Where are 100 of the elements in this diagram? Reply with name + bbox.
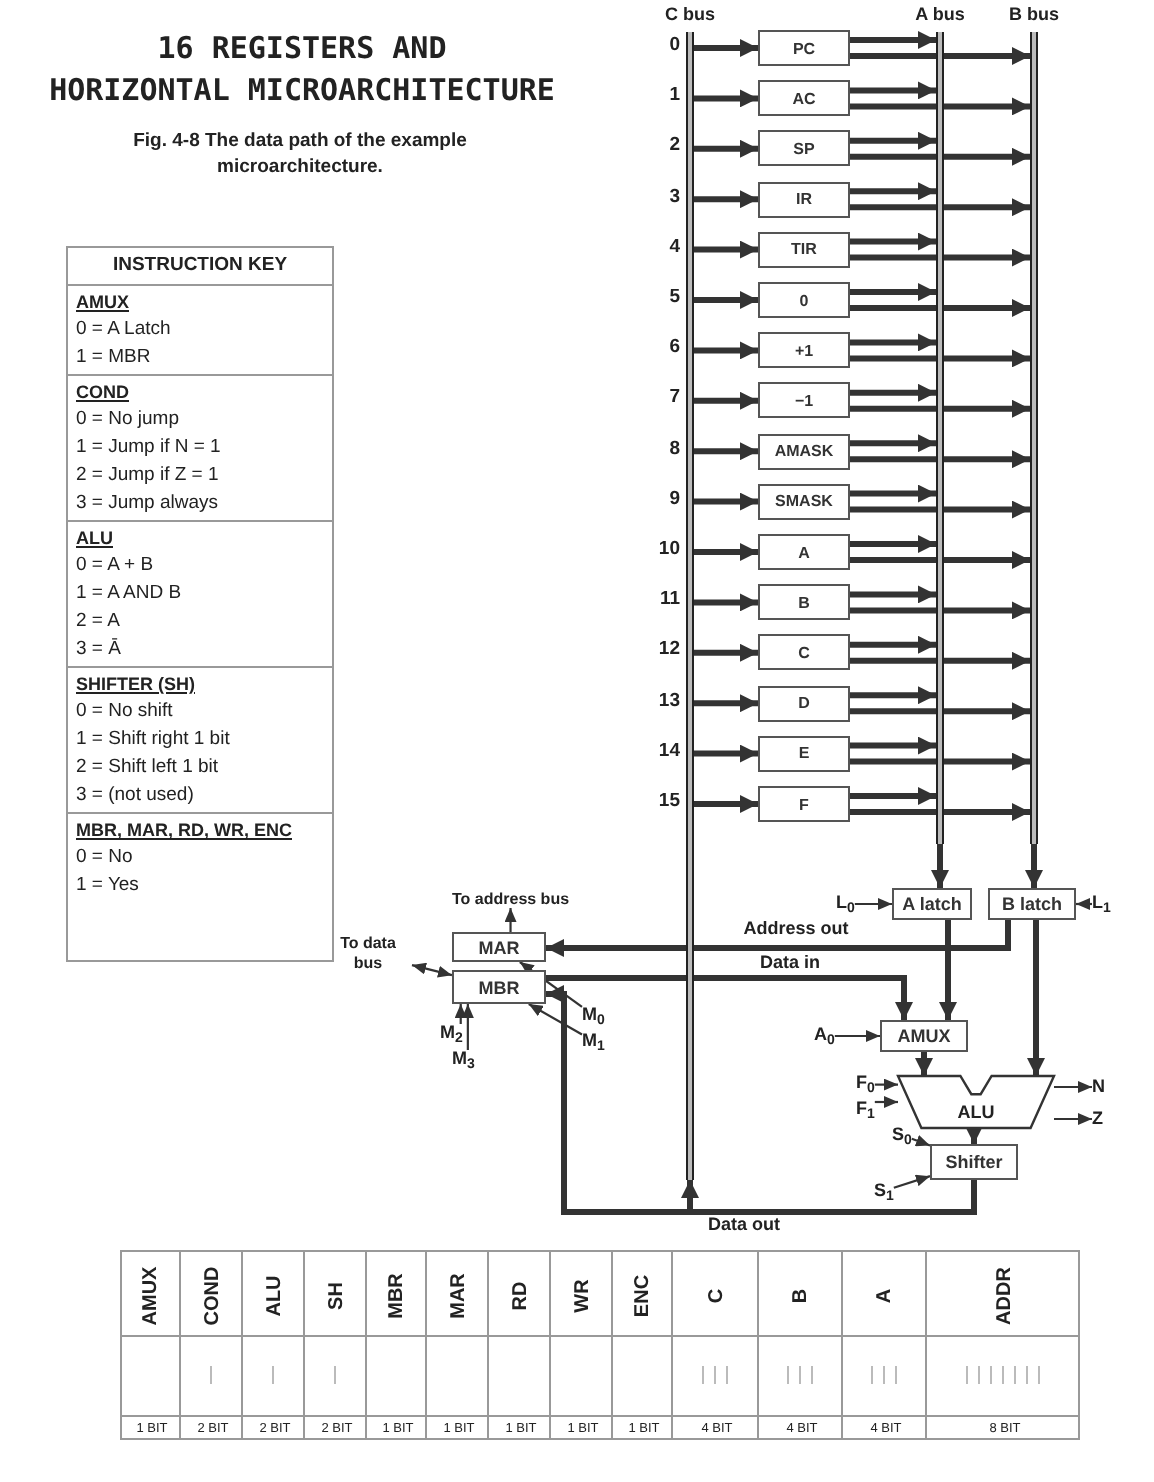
bus-arrow — [694, 291, 758, 309]
bus-arrow — [546, 975, 913, 1020]
component-box: AMUX — [880, 1020, 968, 1052]
key-entry: 2 = Jump if Z = 1 — [76, 462, 221, 490]
bus-arrow — [850, 299, 1030, 317]
key-entry: 2 = A — [76, 608, 122, 636]
register-box: IR — [758, 181, 850, 218]
signal-arrow — [1054, 1113, 1092, 1125]
bus-arrow — [1025, 844, 1043, 888]
bus-arrow — [850, 47, 1030, 65]
register-box: E — [758, 735, 850, 772]
bus-arrow — [694, 694, 758, 713]
signal-arrow — [1054, 1081, 1092, 1093]
bus-arrow — [694, 190, 758, 209]
bus-arrow — [694, 391, 758, 410]
key-entry: 0 = No shift — [76, 698, 175, 726]
register-number: 8 — [667, 439, 680, 459]
bus-arrow — [694, 442, 758, 461]
signal-arrow — [874, 1096, 898, 1108]
bus-arrow — [694, 39, 758, 57]
bus-arrow — [694, 795, 758, 813]
signal-arrow — [854, 898, 892, 910]
bus-arrow — [694, 492, 758, 511]
field-name: RD — [511, 1280, 531, 1310]
register-number: 4 — [667, 237, 680, 257]
bus-arrow — [850, 399, 1030, 418]
signal-label: A$_{0}$ — [814, 1026, 835, 1044]
component-box: B latch — [988, 888, 1076, 920]
caption: Fig. 4-8 The data path of the example microarchitecture. — [131, 128, 469, 180]
register-number: 10 — [656, 540, 680, 559]
field-name: ADDR — [995, 1266, 1015, 1324]
signal-label: F$_{1}$ — [856, 1100, 875, 1118]
component-box: Shifter — [930, 1144, 1018, 1180]
bus-arrow — [850, 500, 1030, 519]
bus-direction-label: To data bus — [324, 934, 412, 974]
bus-label: A bus — [915, 6, 965, 24]
bus-arrow — [850, 131, 936, 150]
register-box: D — [758, 685, 850, 722]
bus-arrow — [850, 484, 936, 503]
bus-arrow — [939, 920, 957, 1020]
bus-arrow — [546, 920, 1011, 957]
bus-arrow — [850, 585, 936, 604]
title: 16 REGISTERS AND HORIZONTAL MICROARCHITECTURE — [47, 28, 557, 112]
register-number: 15 — [656, 792, 680, 811]
key-heading: SHIFTER (SH) — [76, 672, 197, 698]
signal-label: M$_{1}$ — [582, 1032, 605, 1050]
bus-arrow — [850, 333, 936, 352]
component-box: MBR — [452, 970, 546, 1004]
signal-label: M$_{0}$ — [582, 1006, 605, 1024]
bus-arrow — [850, 736, 936, 755]
register-box: +1 — [758, 332, 850, 369]
register-number: 3 — [667, 187, 680, 207]
register-box: AC — [758, 80, 850, 117]
signal-label: F$_{0}$ — [856, 1074, 875, 1092]
edge-label: Data in — [756, 954, 824, 974]
field-name: AMUX — [142, 1265, 162, 1325]
edge-label: Address out — [739, 920, 853, 940]
bus-arrow — [546, 985, 977, 1215]
key-entry: 1 = A AND B — [76, 580, 184, 608]
bus-arrow — [850, 601, 1030, 620]
register-box: A — [758, 534, 850, 570]
bus-arrow — [850, 198, 1030, 217]
register-box: AMASK — [758, 433, 850, 470]
edge-label: Data out — [704, 1216, 784, 1236]
key-entry: 1 = Jump if N = 1 — [76, 434, 223, 462]
signal-arrow — [874, 1078, 898, 1091]
bus-arrow — [850, 651, 1030, 670]
bus-arrow — [850, 383, 936, 402]
key-heading: ALU — [76, 526, 115, 552]
key-entry: 0 = A Latch — [76, 316, 173, 344]
key-entry: 2 = Shift left 1 bit — [76, 754, 221, 782]
bus-arrow — [850, 450, 1030, 469]
bus-arrow — [694, 89, 758, 108]
component-box: MAR — [452, 932, 546, 962]
bus-arrow — [915, 1052, 933, 1076]
signal-arrow — [528, 1003, 583, 1036]
signal-label: L$_{0}$ — [836, 894, 855, 912]
bus-arrow — [850, 31, 936, 49]
signal-arrow — [411, 962, 453, 978]
register-number: 9 — [667, 489, 680, 509]
field-name: COND — [203, 1265, 223, 1325]
bus-direction-label: To address bus — [452, 892, 570, 908]
register-number: 5 — [667, 288, 680, 307]
field-name: MBR — [388, 1272, 408, 1318]
bus-arrow — [850, 803, 1030, 821]
signal-arrow — [504, 908, 517, 932]
signal-arrow — [911, 1135, 931, 1147]
register-number: 13 — [656, 691, 680, 711]
signal-label: M$_{2}$ — [440, 1024, 463, 1042]
register-box: TIR — [758, 231, 850, 268]
register-number: 0 — [667, 36, 680, 55]
register-box: −1 — [758, 382, 850, 419]
bus-arrow — [850, 787, 936, 805]
bus-arrow — [850, 349, 1030, 368]
key-heading: MBR, MAR, RD, WR, ENC — [76, 818, 294, 844]
field-name: ALU — [265, 1274, 285, 1316]
signal-label: S$_{0}$ — [892, 1126, 912, 1144]
bus-arrow — [850, 147, 1030, 166]
bus-arrow — [850, 551, 1030, 569]
bus-arrow — [931, 844, 949, 888]
